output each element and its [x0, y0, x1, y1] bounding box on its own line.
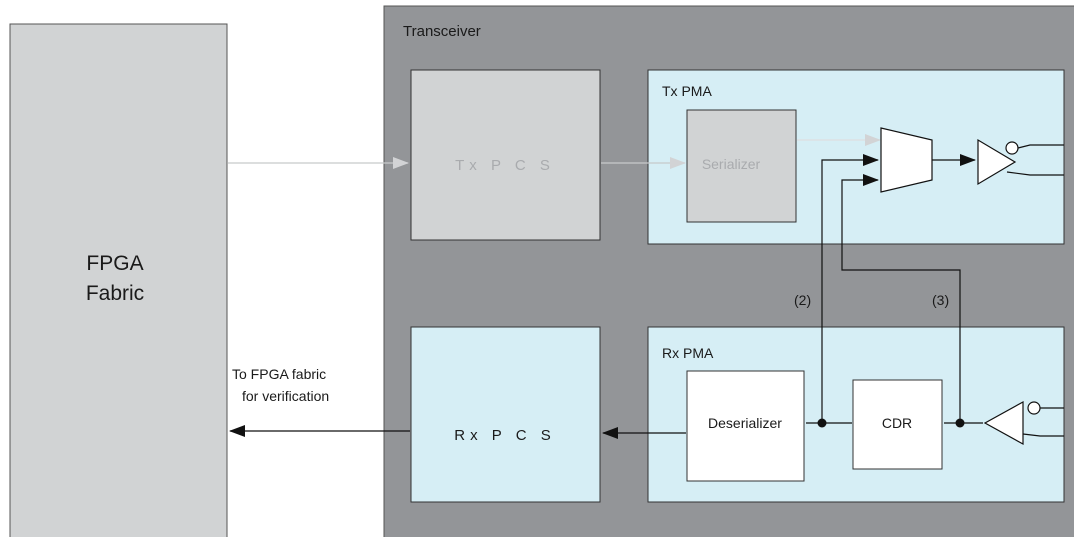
tx-pma-title: Tx PMA [662, 83, 712, 99]
cdr-block [852, 379, 943, 470]
path-3-label: (3) [932, 292, 949, 308]
tx-driver-inversion-bubble [1005, 141, 1019, 155]
junction-dot-cdr [955, 418, 965, 428]
rx-buffer-inversion-bubble [1027, 401, 1041, 415]
tx-pcs-block [410, 69, 601, 241]
tx-pcs-label: Tx P C S [455, 157, 555, 174]
fabric-note-line2: for verification [242, 388, 329, 404]
fpga-fabric-block [9, 23, 228, 537]
rx-pcs-label: Rx P C S [454, 427, 555, 444]
rx-pcs-block [410, 326, 601, 503]
rx-buffer-shape [983, 400, 1024, 446]
cdr-label: CDR [882, 415, 912, 431]
tx-output-n-line [1006, 171, 1064, 176]
rx-input-n-line [1022, 433, 1064, 437]
loopback-path-3 [841, 174, 961, 423]
tx-output-p-line [1017, 144, 1064, 149]
tx-driver-shape [977, 138, 1017, 186]
serializer-label: Serializer [702, 156, 761, 172]
junction-dot-deserializer [817, 418, 827, 428]
fpga-label-line1: FPGA [86, 252, 143, 275]
loopback-path-2 [821, 154, 879, 423]
fpga-label-line2: Fabric [86, 282, 144, 305]
fabric-note-line1: To FPGA fabric [232, 366, 326, 382]
deserializer-block [686, 370, 805, 482]
path-2-label: (2) [794, 292, 811, 308]
rx-pma-title: Rx PMA [662, 345, 714, 361]
transceiver-title: Transceiver [403, 23, 481, 40]
tx-mux-shape [880, 127, 933, 193]
deserializer-label: Deserializer [708, 415, 782, 431]
serializer-block [686, 109, 797, 223]
